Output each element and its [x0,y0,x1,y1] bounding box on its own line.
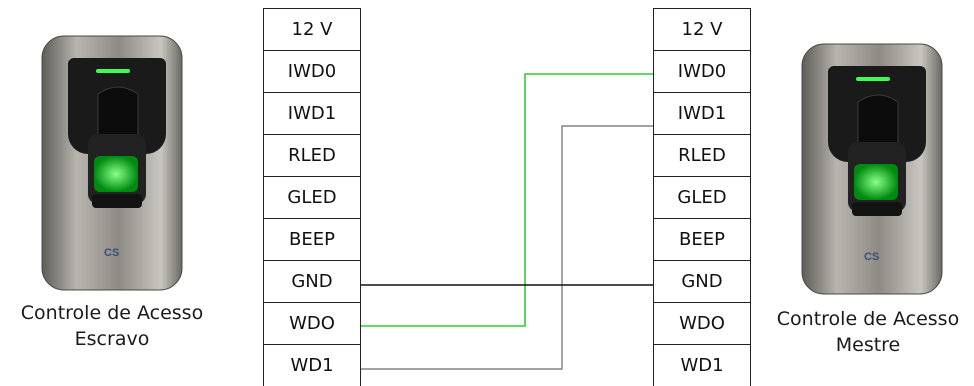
left-terminal: 12 V [263,8,361,51]
right-terminal: RLED [653,134,751,177]
left-terminal: IWD1 [263,92,361,135]
left-terminal: GND [263,260,361,303]
right-terminal: IWD0 [653,50,751,93]
left-terminal: GLED [263,176,361,219]
left-caption-line2: Escravo [74,328,150,350]
right-caption-line2: Mestre [835,334,901,356]
left-brand-logo: CS [104,247,119,259]
right-terminal: WDO [653,302,751,345]
left-terminal: BEEP [263,218,361,261]
right-brand-logo: CS [864,251,879,263]
left-terminal: WDO [263,302,361,345]
right-caption-line1: Controle de Acesso [776,308,960,330]
right-terminal: IWD1 [653,92,751,135]
left-device-caption: Controle de Acesso Escravo [0,300,224,352]
right-access-controller-image: CS [801,43,943,295]
right-terminal: BEEP [653,218,751,261]
right-terminal: GLED [653,176,751,219]
right-terminal: WD1 [653,344,751,386]
left-access-controller-image: CS [41,35,183,291]
right-terminal: GND [653,260,751,303]
wire-wdo-to-iwd0 [361,73,653,327]
left-terminal: WD1 [263,344,361,386]
left-terminal: RLED [263,134,361,177]
left-caption-line1: Controle de Acesso [20,302,204,324]
wire-wd1-to-iwd1 [361,125,653,370]
right-device-caption: Controle de Acesso Mestre [762,306,974,358]
left-terminal-block: 12 V IWD0 IWD1 RLED GLED BEEP GND WDO WD… [263,8,361,386]
left-terminal: IWD0 [263,50,361,93]
right-terminal: 12 V [653,8,751,51]
right-terminal-block: 12 V IWD0 IWD1 RLED GLED BEEP GND WDO WD… [653,8,751,386]
